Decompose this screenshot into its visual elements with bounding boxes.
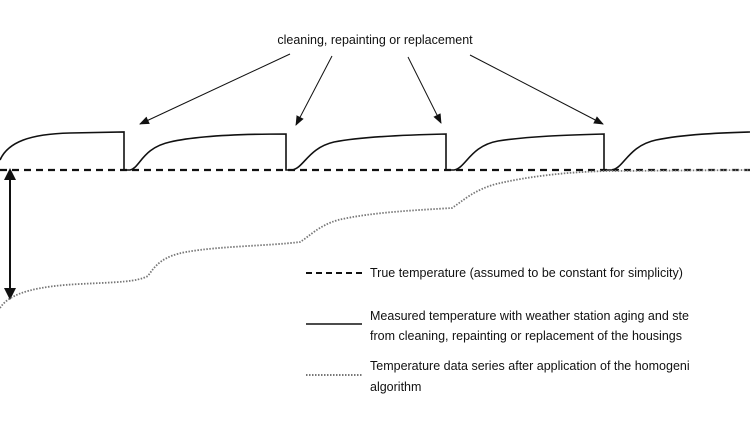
legend-label-measured-line1: Measured temperature with weather statio… xyxy=(370,309,689,323)
legend-label-homogenized-line2: algorithm xyxy=(370,380,421,394)
annotation-arrow-4 xyxy=(469,54,604,125)
legend-label-homogenized-line1: Temperature data series after applicatio… xyxy=(370,359,690,373)
measured-temperature-line xyxy=(0,131,750,171)
bias-arrow-down-head xyxy=(4,288,16,300)
annotation-label: cleaning, repainting or replacement xyxy=(277,33,473,47)
annotation-arrow-2 xyxy=(295,55,333,126)
annotation-arrow-3 xyxy=(407,56,442,124)
homogenized-temperature-line xyxy=(0,169,750,309)
bias-arrow-up-head xyxy=(4,168,16,180)
legend-label-true-temperature: True temperature (assumed to be constant… xyxy=(370,266,683,280)
annotation-arrow-1 xyxy=(139,53,291,125)
legend-label-measured-line2: from cleaning, repainting or replacement… xyxy=(370,329,682,343)
